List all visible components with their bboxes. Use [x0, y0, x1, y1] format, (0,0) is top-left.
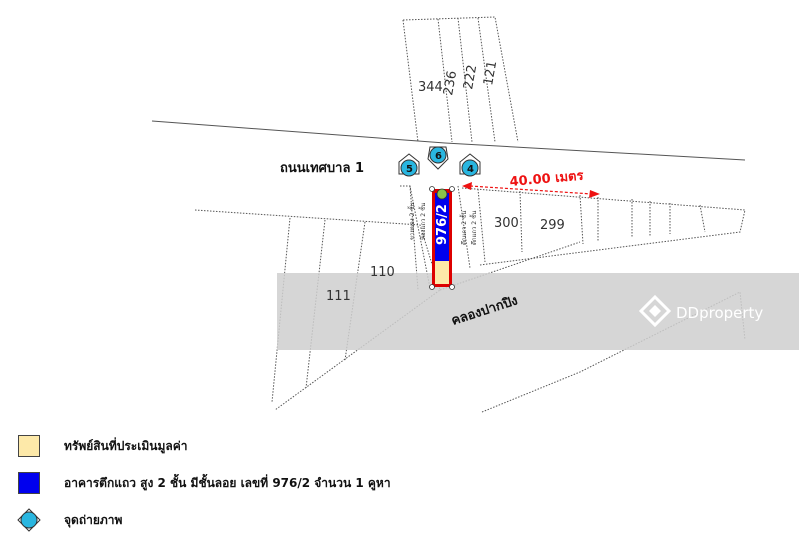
camera-point-icon: 6: [427, 146, 449, 170]
watermark-text: DDproperty: [676, 304, 763, 322]
subject-property: 976/2: [429, 186, 455, 290]
neighbor-label-3: ตึกแถว 2 ชั้น: [458, 211, 468, 245]
svg-text:6: 6: [435, 151, 442, 162]
watermark-band: [277, 273, 799, 350]
legend-item-building: อาคารตึกแถว สูง 2 ชั้น มีชั้นลอย เลขที่ …: [18, 468, 778, 498]
camera-point-icon: 5: [398, 153, 420, 177]
legend-item-camera: จุดถ่ายภาพ: [17, 505, 778, 535]
svg-text:4: 4: [467, 164, 474, 175]
plot-number: 110: [370, 265, 395, 280]
plot-number: 222: [461, 64, 480, 91]
plot-number: 299: [540, 218, 565, 233]
building-swatch: [18, 472, 40, 494]
ddproperty-logo-icon: [638, 294, 672, 328]
camera-legend-icon: [17, 508, 41, 532]
subject-plot-label: 976/2: [435, 204, 450, 245]
neighbor-label-4: ตึกแถว 2 ชั้น: [468, 211, 478, 245]
legend-label: จุดถ่ายภาพ: [64, 512, 123, 527]
legend-label: ทรัพย์สินที่ประเมินมูลค่า: [64, 438, 188, 453]
road-label: ถนนเทศบาล 1: [280, 161, 364, 176]
plot-number: 344: [418, 80, 443, 95]
distance-dimension: [462, 182, 600, 198]
legend-item-subject: ทรัพย์สินที่ประเมินมูลค่า: [18, 431, 778, 461]
plot-number: 236: [441, 70, 460, 97]
marker-dot: [436, 188, 448, 200]
svg-text:5: 5: [406, 164, 413, 175]
subject-swatch: [18, 435, 40, 457]
neighbor-label-1: ขายของ 2 ชั้น: [406, 203, 416, 240]
distance-label: 40.00 เมตร: [509, 169, 584, 190]
neighbor-label-2: ห้องแถว 2 ชั้น: [417, 203, 427, 240]
legend-label: อาคารตึกแถว สูง 2 ชั้น มีชั้นลอย เลขที่ …: [64, 475, 391, 490]
land-fill: [435, 261, 449, 284]
road-line: [151, 120, 746, 161]
building-fill: [435, 193, 449, 261]
camera-point-icon: 4: [459, 153, 481, 177]
plot-number: 111: [326, 289, 351, 304]
plot-number: 300: [494, 216, 519, 231]
plot-number: 121: [481, 60, 500, 87]
